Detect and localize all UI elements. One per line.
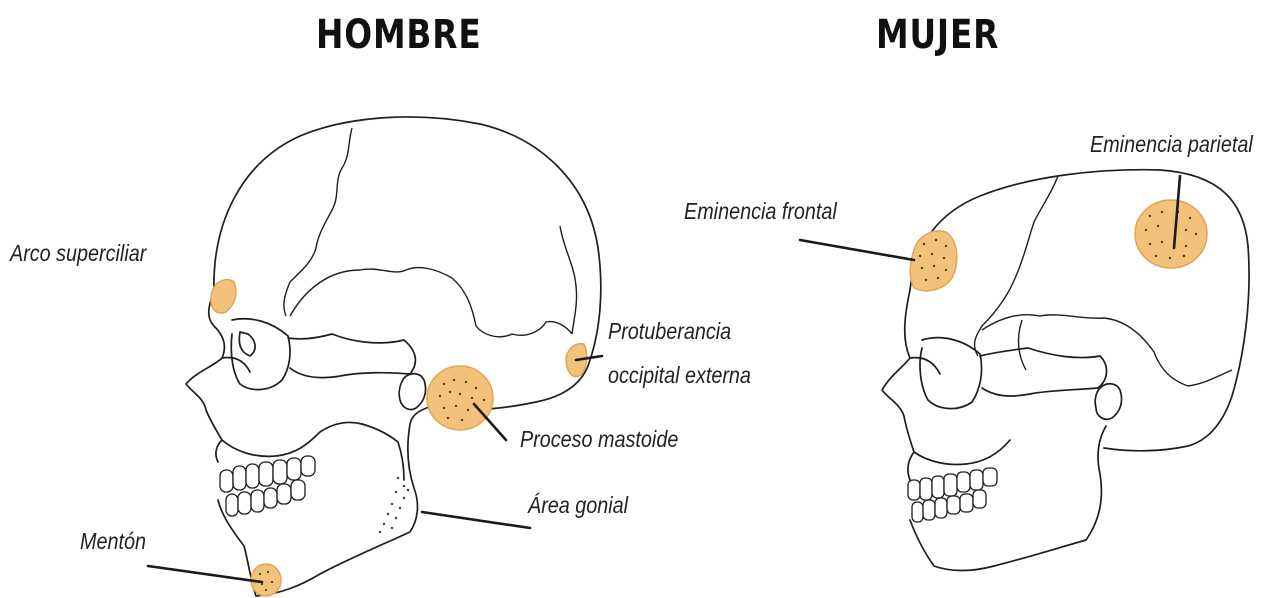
- female-maxilla: [914, 440, 1010, 465]
- male-orbit: [231, 319, 290, 390]
- female-skull: [800, 170, 1249, 571]
- label-menton: Mentón: [80, 528, 146, 555]
- male-skull: [148, 117, 602, 596]
- mastoide-highlight: [427, 366, 493, 430]
- arco-superciliar-highlight: [211, 280, 236, 313]
- label-area-gonial: Área gonial: [528, 492, 628, 519]
- label-eminencia-parietal: Eminencia parietal: [1090, 131, 1253, 158]
- female-face-profile: [882, 290, 914, 480]
- male-squamous-suture: [290, 268, 572, 337]
- eminencia-frontal-leader: [800, 240, 914, 260]
- area-gonial-leader: [422, 512, 530, 528]
- female-orbit: [920, 338, 982, 409]
- label-protuberancia-line1: Protuberancia: [608, 318, 731, 345]
- male-cranium-outline: [214, 117, 601, 409]
- label-eminencia-frontal: Eminencia frontal: [684, 198, 837, 225]
- female-coronal-suture: [975, 176, 1058, 356]
- label-proceso-mastoide: Proceso mastoide: [520, 426, 678, 453]
- male-zygomatic-arch: [288, 334, 415, 378]
- menton-leader: [148, 566, 262, 582]
- label-arco-superciliar: Arco superciliar: [10, 240, 146, 267]
- label-protuberancia-line2: occipital externa: [608, 362, 751, 389]
- male-coronal-suture: [284, 128, 352, 316]
- female-zygomatic-arch: [980, 348, 1107, 396]
- male-gonial-stipple: [379, 477, 409, 533]
- eminencia-frontal-highlight: [910, 231, 957, 291]
- male-face-profile: [186, 292, 224, 462]
- male-maxilla: [222, 422, 362, 456]
